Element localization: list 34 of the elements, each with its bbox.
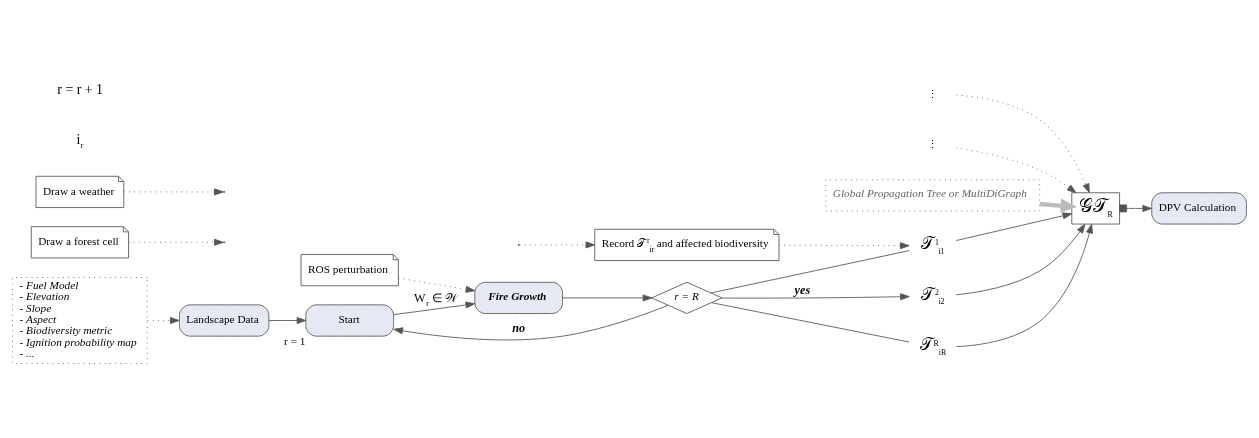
label: i$_{r}$ <box>76 131 84 150</box>
arrow <box>1039 198 1077 213</box>
node-label: r = 1 <box>284 334 306 347</box>
node-box: Landscape Data <box>178 303 270 337</box>
arrow <box>123 187 224 195</box>
node-text: ⋮ <box>927 87 939 100</box>
arrow <box>778 241 910 249</box>
edge-label: no <box>512 320 526 335</box>
edge-label: W$_{r}$ ∈ 𝒲 <box>414 290 458 308</box>
edge-label: yes <box>794 282 811 297</box>
arrow <box>398 277 476 293</box>
node-diamond: r = R <box>651 281 723 314</box>
node-box: Fire Growth <box>474 281 564 314</box>
arrow <box>393 300 476 315</box>
arrow <box>955 94 1090 193</box>
arrow <box>268 316 307 324</box>
node-box: - Fuel Model - Elevation - Slope - Aspect - Biodiversity metric - Ignition probability map - ... <box>12 276 148 364</box>
arrow <box>955 223 1086 295</box>
arrow <box>562 293 653 301</box>
arrow <box>955 223 1093 347</box>
arrow <box>955 146 1077 193</box>
arrow <box>147 316 180 324</box>
node-box: Global Propagation Tree or MultiDiGraph <box>825 178 1041 211</box>
node-box: 𝒢𝒯$_{R}$ <box>1071 191 1120 224</box>
node-box: Start <box>305 303 395 337</box>
connector <box>711 301 910 342</box>
arrow <box>955 211 1073 241</box>
label: r = r + 1 <box>57 81 104 97</box>
arrow <box>721 292 910 300</box>
connector <box>710 249 910 293</box>
arrow <box>519 240 596 248</box>
node-box: DPV Calculation <box>1151 191 1247 224</box>
node-text: ⋮ <box>927 137 939 150</box>
arrow <box>393 304 669 340</box>
